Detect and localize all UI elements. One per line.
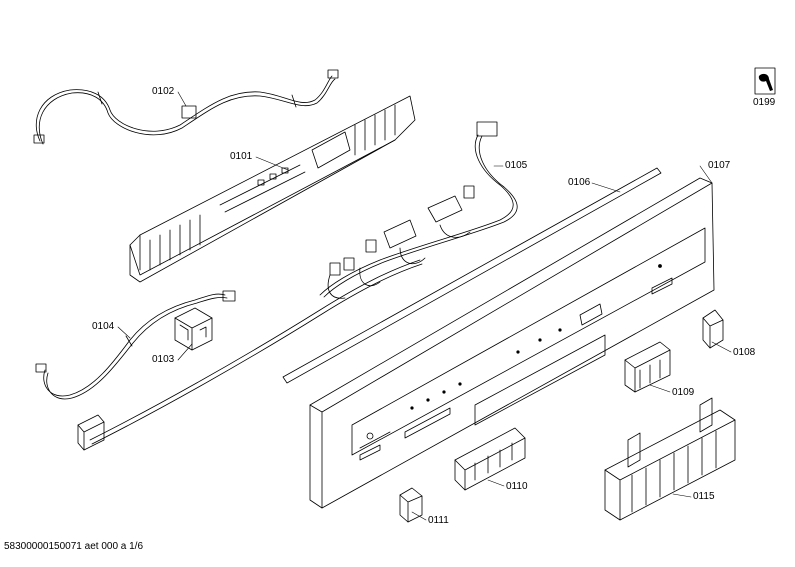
- part-label-0111: 0111: [428, 515, 449, 526]
- wiring-harness-0102: [33, 69, 339, 145]
- holder-0111: [399, 487, 423, 523]
- part-label-0108: 0108: [733, 347, 756, 358]
- wiring-harness-0104: [35, 259, 423, 451]
- service-icon-box-0199: [754, 67, 776, 95]
- part-label-0105: 0105: [505, 160, 528, 171]
- part-label-0199: 0199: [753, 97, 776, 108]
- door-switch-0103: [174, 307, 213, 351]
- part-label-0101: 0101: [230, 151, 253, 162]
- button-strip-0110: [454, 427, 526, 491]
- control-panel-0107: [309, 177, 715, 509]
- clip-0108: [702, 309, 724, 349]
- control-board-0101: [129, 95, 416, 283]
- part-label-0103: 0103: [152, 354, 175, 365]
- drawing-number-footer: 58300000150071 aet 000 a 1/6: [4, 541, 144, 552]
- part-label-0106: 0106: [568, 177, 591, 188]
- wrench-icon: [758, 73, 773, 91]
- wiring-harness-0105: [319, 121, 518, 299]
- part-label-0107: 0107: [708, 160, 731, 171]
- leader-lines: [117, 91, 732, 521]
- part-label-0102: 0102: [152, 86, 175, 97]
- part-label-0109: 0109: [672, 387, 695, 398]
- part-label-0115: 0115: [693, 491, 715, 502]
- part-label-0110: 0110: [506, 481, 528, 492]
- seal-strip-0106: [282, 167, 662, 384]
- bracket-0109: [624, 341, 671, 393]
- bracket-0115: [604, 397, 736, 521]
- part-label-0104: 0104: [92, 321, 115, 332]
